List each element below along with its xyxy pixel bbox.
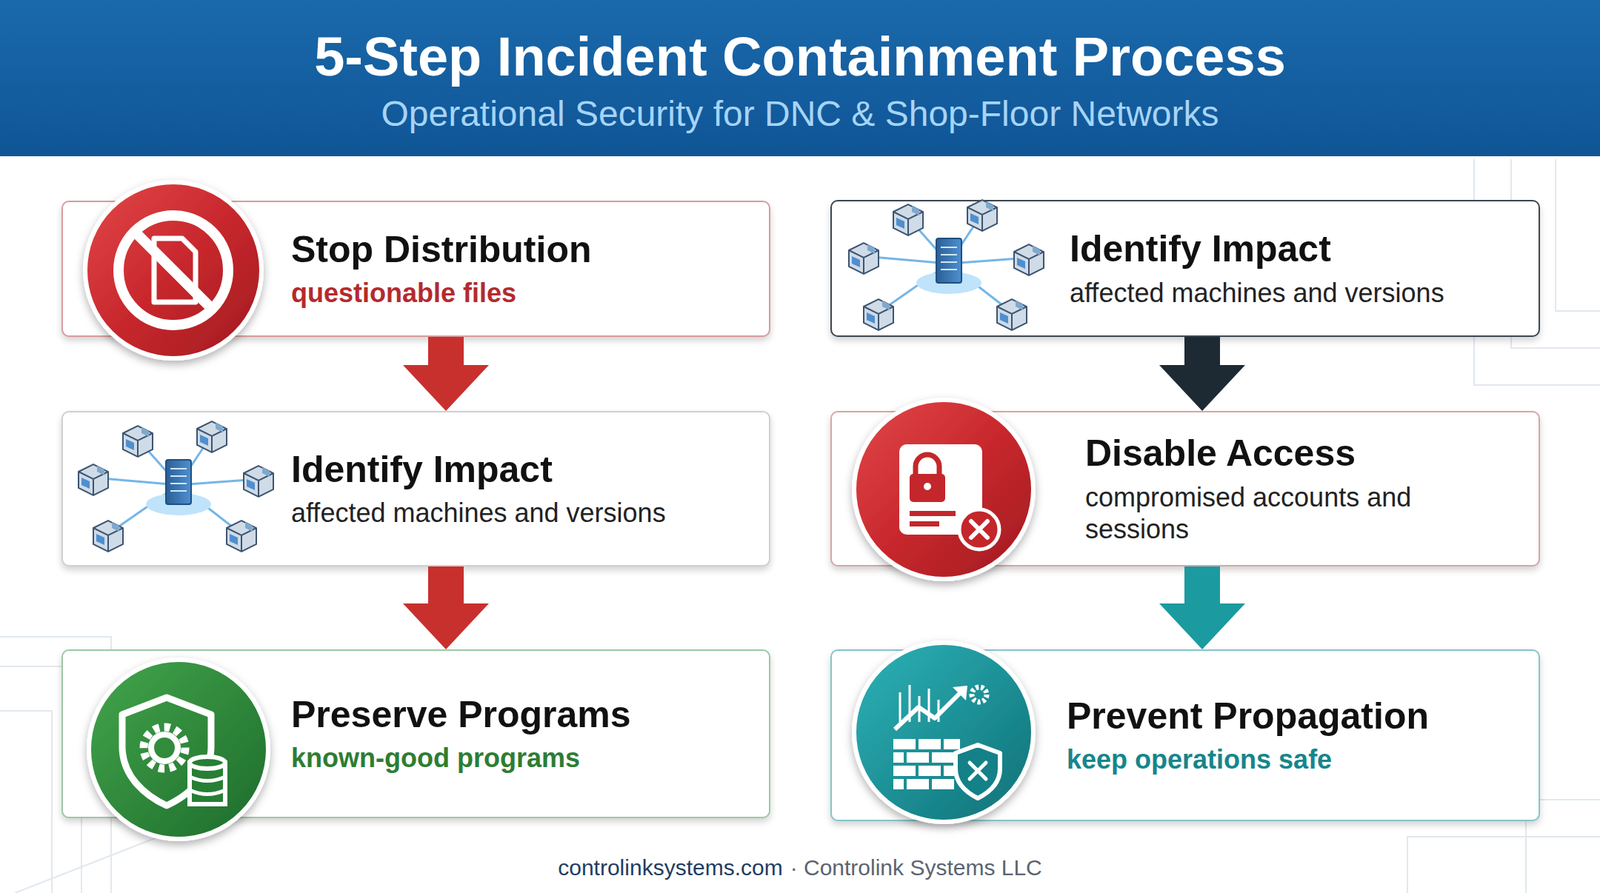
step-title: Disable Access <box>1085 432 1486 476</box>
subtitle: Operational Security for DNC & Shop-Floo… <box>380 92 1219 136</box>
flow-arrow <box>402 566 489 650</box>
step-title: Prevent Propagation <box>1066 695 1534 739</box>
flow-arrow <box>1159 337 1246 412</box>
step-box: Stop Distribution questionable files <box>61 200 771 338</box>
footer-company: · Controlink Systems LLC <box>790 855 1043 881</box>
footer: controlinksystems.com · Controlink System… <box>0 851 1600 885</box>
step-title: Identify Impact <box>291 448 766 492</box>
step-box: Prevent Propagation keep operations safe <box>830 649 1540 822</box>
text-group: Identify Impact affected machines and ver… <box>1069 201 1533 336</box>
grid-line <box>14 829 178 893</box>
step-description: affected machines and versions <box>1069 277 1533 309</box>
grid-lines <box>0 159 1600 893</box>
step-description: known-good programs <box>291 742 758 775</box>
step-description: compromised accounts and sessions <box>1085 481 1486 546</box>
grid-line <box>1407 837 1600 893</box>
step-box: Disable Access compromised accounts and s… <box>830 411 1540 567</box>
flow-arrow <box>402 337 489 412</box>
step-box: Identify Impact affected machines and ver… <box>61 411 771 567</box>
title: 5-Step Incident Containment Process <box>314 26 1286 87</box>
step-description: keep operations safe <box>1066 743 1534 776</box>
step-title: Identify Impact <box>1069 228 1533 272</box>
grid-line <box>0 711 52 893</box>
text-group: Disable Access compromised accounts and s… <box>1085 412 1486 566</box>
header-band: 5-Step Incident Containment ProcessOpera… <box>0 0 1600 157</box>
step-box: Preserve Programs known-good programs <box>61 649 771 819</box>
step-title: Stop Distribution <box>291 228 758 272</box>
step-description: affected machines and versions <box>291 497 766 529</box>
text-group: Preserve Programs known-good programs <box>291 651 758 818</box>
step-title: Preserve Programs <box>291 694 758 738</box>
step-description: questionable files <box>291 277 758 309</box>
footer-url: controlinksystems.com <box>557 855 783 881</box>
grid-line <box>1555 159 1600 312</box>
text-group: Prevent Propagation keep operations safe <box>1066 651 1534 820</box>
text-group: Stop Distribution questionable files <box>291 202 758 336</box>
text-group: Identify Impact affected machines and ver… <box>291 412 766 566</box>
step-box: Identify Impact affected machines and ver… <box>830 200 1540 338</box>
flow-arrow <box>1159 566 1246 650</box>
